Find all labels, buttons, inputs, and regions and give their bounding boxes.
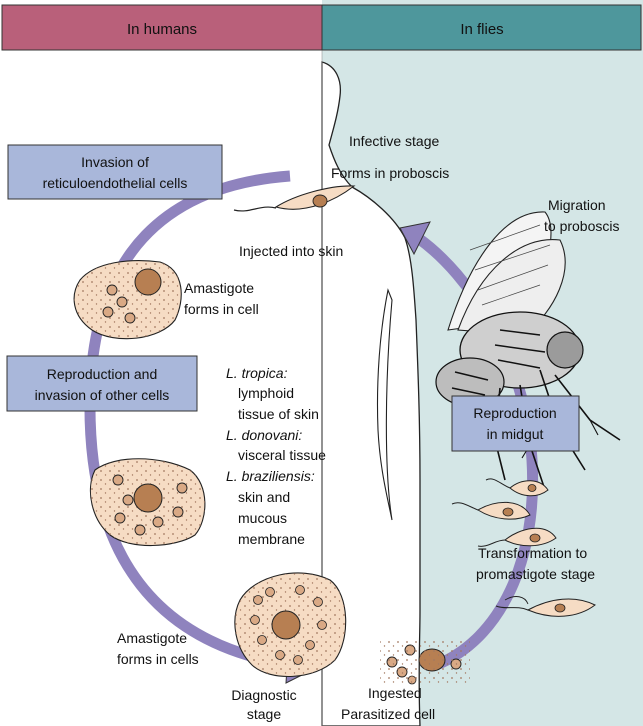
- braziliensis-name: L. braziliensis:: [226, 468, 315, 484]
- donovani-line1: visceral tissue: [238, 447, 326, 463]
- braziliensis-line3: membrane: [238, 531, 305, 547]
- flies-header-label: In flies: [460, 21, 503, 38]
- amastigote-cells-label-line2: forms in cells: [117, 651, 199, 667]
- midgut-box-line1: Reproduction: [473, 405, 556, 421]
- diagnostic-label-line2: stage: [247, 706, 281, 722]
- tropica-name: L. tropica:: [226, 365, 288, 381]
- reproduction-box-line2: invasion of other cells: [35, 387, 170, 403]
- macrophage-cell: [235, 573, 346, 677]
- ingested-label: Ingested: [368, 685, 422, 701]
- tropica-line1: lymphoid: [238, 385, 294, 401]
- migration-label-line2: to proboscis: [544, 218, 619, 234]
- donovani-name: L. donovani:: [226, 427, 302, 443]
- ingested-cell-fragments: [380, 640, 470, 685]
- invasion-box-line1: Invasion of: [81, 154, 149, 170]
- amastigote-cells-label-line1: Amastigote: [117, 630, 187, 646]
- humans-header-label: In humans: [127, 21, 197, 38]
- macrophage-cell: [90, 459, 204, 546]
- braziliensis-line1: skin and: [238, 489, 290, 505]
- parasitized-cell-label: Parasitized cell: [341, 706, 435, 722]
- diagnostic-label-line1: Diagnostic: [231, 687, 296, 703]
- amastigote-cell-label-line2: forms in cell: [184, 301, 259, 317]
- invasion-box-line2: reticuloendothelial cells: [43, 175, 188, 191]
- infective-stage-label: Infective stage: [349, 133, 439, 149]
- transformation-label-line2: promastigote stage: [476, 566, 595, 582]
- midgut-box-line2: in midgut: [487, 426, 544, 442]
- tropica-line2: tissue of skin: [238, 406, 319, 422]
- macrophage-cell: [74, 261, 181, 339]
- braziliensis-line2: mucous: [238, 510, 287, 526]
- transformation-label-line1: Transformation to: [478, 545, 587, 561]
- forms-in-proboscis-label: Forms in proboscis: [331, 165, 449, 181]
- migration-label-line1: Migration: [548, 197, 606, 213]
- reproduction-box-line1: Reproduction and: [47, 366, 158, 382]
- injected-into-skin-label: Injected into skin: [239, 243, 343, 259]
- amastigote-cell-label-line1: Amastigote: [184, 280, 254, 296]
